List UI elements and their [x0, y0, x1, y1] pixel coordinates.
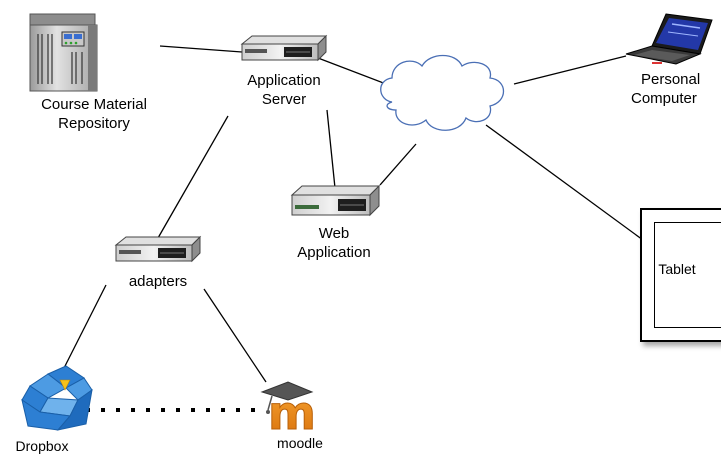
- link-adapters-dropbox: [61, 284, 107, 373]
- app-server-label-line1: Application: [247, 72, 321, 89]
- link-cloud-tablet: [485, 124, 644, 241]
- link-adapters-moodle: [203, 288, 267, 383]
- web-app-label: Web Application: [274, 224, 394, 262]
- rack-server-icon: [290, 184, 381, 217]
- link-cloud-pc: [513, 55, 627, 85]
- web-app-label-line2: Application: [297, 244, 371, 261]
- link-appserver-adapters: [157, 115, 229, 239]
- pc-label: Personal Computer: [631, 70, 721, 108]
- web-app-label-line1: Web: [318, 225, 350, 242]
- link-repository-appserver: [159, 45, 243, 53]
- repository-label-line1: Course Material: [41, 96, 147, 113]
- rack-server-icon: [240, 34, 328, 62]
- repository-label-line2: Repository: [58, 115, 130, 132]
- rack-server-icon: [114, 235, 202, 263]
- app-server-label-line2: Server: [261, 91, 307, 108]
- link-webapp-cloud: [379, 143, 417, 186]
- dropbox-label: Dropbox: [15, 438, 69, 454]
- pc-label-line1: Personal: [641, 71, 701, 88]
- tablet-screen: [654, 222, 721, 328]
- tablet-label: Tablet: [658, 261, 696, 277]
- server-tower-icon: [29, 13, 98, 92]
- moodle-logo-letter: m: [268, 386, 316, 440]
- repository-label: Course Material Repository: [14, 95, 174, 133]
- adapters-label: adapters: [128, 273, 188, 290]
- laptop-icon: [625, 13, 713, 65]
- moodle-label: moodle: [277, 435, 323, 451]
- moodle-icon: m: [260, 381, 316, 441]
- app-server-label: Application Server: [224, 71, 344, 109]
- cloud-icon: [380, 54, 505, 131]
- pc-label-line2: Computer: [631, 90, 697, 107]
- dropbox-icon: [21, 365, 93, 431]
- link-appserver-webapp: [326, 109, 336, 189]
- connections: [61, 45, 644, 412]
- tablet-icon: [640, 208, 721, 342]
- link-appserver-cloud: [317, 57, 387, 85]
